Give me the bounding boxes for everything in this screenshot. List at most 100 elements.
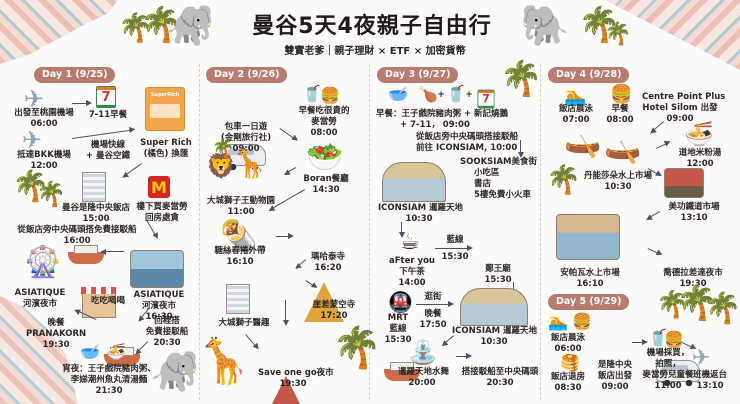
route-label: 逛街 <box>424 292 442 302</box>
palm-tree-icon: 🌴 <box>212 138 235 159</box>
water-fountain-icon: ⛲ <box>408 338 438 366</box>
day-badge: Day 1 (9/25) <box>34 67 116 83</box>
palm-tree-icon: 🌴 <box>140 5 183 45</box>
mcdonalds-icon: M <box>148 176 170 198</box>
flow-arrow <box>416 300 454 307</box>
food-plate-icon: 🥗 <box>306 140 344 175</box>
food-stall-icon <box>81 287 117 318</box>
palm-tree-icon: 🌴 <box>578 5 621 45</box>
hospital-building-icon <box>226 284 250 314</box>
drink-icon: 🥤 <box>302 84 322 103</box>
flow-arrow <box>435 244 473 251</box>
seven-eleven-icon: 7 <box>477 89 495 109</box>
train-icon: 🚇 <box>388 290 413 314</box>
step-label: 早餐：王子戲院豬肉粥 + 新記燒鵝+ 7-11， 09:00 <box>376 109 509 130</box>
column-divider <box>369 64 370 400</box>
seven-eleven-icon: 7 <box>96 86 116 108</box>
floating-market-boat-icon: 🛶 <box>604 131 642 166</box>
coffee-cup-icon: ☕ <box>400 230 420 255</box>
porridge-bowl-icon: 🥣 <box>388 84 408 103</box>
airplane-icon: ✈ <box>692 346 711 371</box>
page-title: 曼谷5天4夜親子自由行 <box>252 14 492 39</box>
flow-arrow <box>285 300 286 324</box>
palm-tree-icon: 🌴 <box>656 290 689 320</box>
step-label: 大城獅子醫趣 <box>218 318 270 328</box>
elephant-icon: 🐘 <box>150 349 200 395</box>
asiatique-market-icon <box>130 250 184 288</box>
burger-icon: 🍔 <box>610 84 633 105</box>
palm-tree-icon: 🌴 <box>546 163 581 196</box>
palm-tree-icon: 🌴 <box>604 22 632 47</box>
day-badge: Day 3 (9/27) <box>377 67 459 83</box>
airplane-icon: ✈ <box>24 85 45 113</box>
airplane-icon: ✈ <box>22 126 43 154</box>
elephant-icon: 🐘 <box>520 3 570 49</box>
palm-tree-icon: 🌴 <box>500 59 543 99</box>
burger-icon: 🍔 <box>320 86 340 105</box>
flow-arrow <box>276 232 294 239</box>
roast-goose-icon: 🍗 <box>418 84 438 103</box>
step-label: 機場快線+ 曼谷空鐵 <box>85 140 131 161</box>
palm-tree-icon: 🌴 <box>12 169 50 204</box>
palm-tree-icon: 🌴 <box>704 291 740 326</box>
ferris-wheel-icon: 🎡 <box>24 245 62 280</box>
amphawa-market-icon <box>556 214 620 260</box>
super-rich-booth-icon: SuperRich <box>145 87 185 131</box>
step-label: 從飯店旁中央碼頭搭接駁船前往 ICONSIAM, 10:00 <box>416 132 519 153</box>
boat-icon <box>68 245 104 264</box>
hotel-building-icon <box>82 172 106 202</box>
floating-market-boat-icon: 🛶 <box>564 125 602 160</box>
route-label: 藍線 <box>446 235 464 245</box>
iconsiam-mall-icon <box>460 288 528 326</box>
day-badge: Day 2 (9/26) <box>206 67 288 83</box>
step-label: SOOKSIAM美食街 小吃區 書店 5樓免費小火車 <box>460 157 537 200</box>
swimmer-icon: 🏊 <box>548 312 568 331</box>
lion-icon: 🦁 <box>206 152 236 180</box>
van-icon <box>222 144 266 170</box>
column-divider <box>199 64 200 400</box>
burger-icon: 🍔 <box>664 330 684 349</box>
step-label: 吃吃喝喝 <box>90 296 125 306</box>
step-label: 樓下買麥當勞回房處貪 <box>136 202 188 223</box>
drink-cup-icon: 🥤 <box>446 84 466 103</box>
giraffe-icon: 🦒 <box>232 147 267 180</box>
elephant-icon: 🐘 <box>165 3 215 49</box>
van-icon <box>656 360 700 386</box>
step-label: 包車一日遊(金剛旅行社)09:00 <box>220 122 272 154</box>
flow-arrow <box>285 167 296 174</box>
noodle-bowl-icon: 🍜 <box>106 342 126 361</box>
route-time: 15:30 <box>441 252 469 262</box>
railway-market-icon <box>664 168 704 198</box>
plus-sign: + <box>465 90 473 100</box>
flow-arrow <box>102 251 124 252</box>
day-3-column: Day 3 (9/27) 🌴 🥣 🍗 + 🥤 + 7 早餐：王子戲院豬肉粥 + … <box>0 62 740 388</box>
